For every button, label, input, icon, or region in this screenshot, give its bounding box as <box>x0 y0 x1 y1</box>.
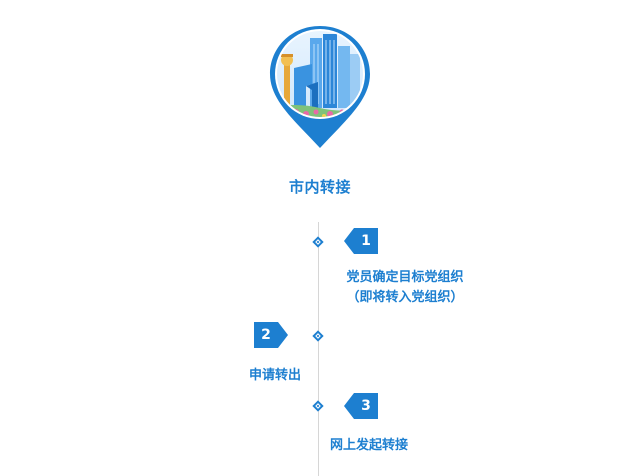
timeline-node-3 <box>312 400 324 412</box>
step-number: 2 <box>261 327 271 343</box>
step-label-line: （即将转入党组织） <box>346 290 464 305</box>
step-number: 3 <box>361 398 371 414</box>
step-label-2: 申请转出 <box>240 366 310 386</box>
step-number: 1 <box>361 233 371 249</box>
step-label-1: 党员确定目标党组织 （即将转入党组织） <box>330 268 480 308</box>
step-badge-1: 1 <box>344 228 378 254</box>
step-label-line: 党员确定目标党组织 <box>346 270 464 285</box>
step-label-line: 申请转出 <box>248 368 301 383</box>
timeline-node-2 <box>312 330 324 342</box>
step-badge-3: 3 <box>344 393 378 419</box>
page-title: 市内转接 <box>288 178 351 196</box>
timeline-line <box>318 222 319 476</box>
step-label-3: 网上发起转接 <box>330 436 420 456</box>
timeline-node-1 <box>312 236 324 248</box>
badge-arrow-left-icon <box>344 228 378 254</box>
map-pin-icon <box>270 26 370 148</box>
location-pin-illustration <box>266 24 374 152</box>
step-label-line: 网上发起转接 <box>330 438 409 453</box>
badge-arrow-left-icon <box>344 393 378 419</box>
step-badge-2: 2 <box>254 322 288 348</box>
badge-arrow-right-icon <box>254 322 288 348</box>
